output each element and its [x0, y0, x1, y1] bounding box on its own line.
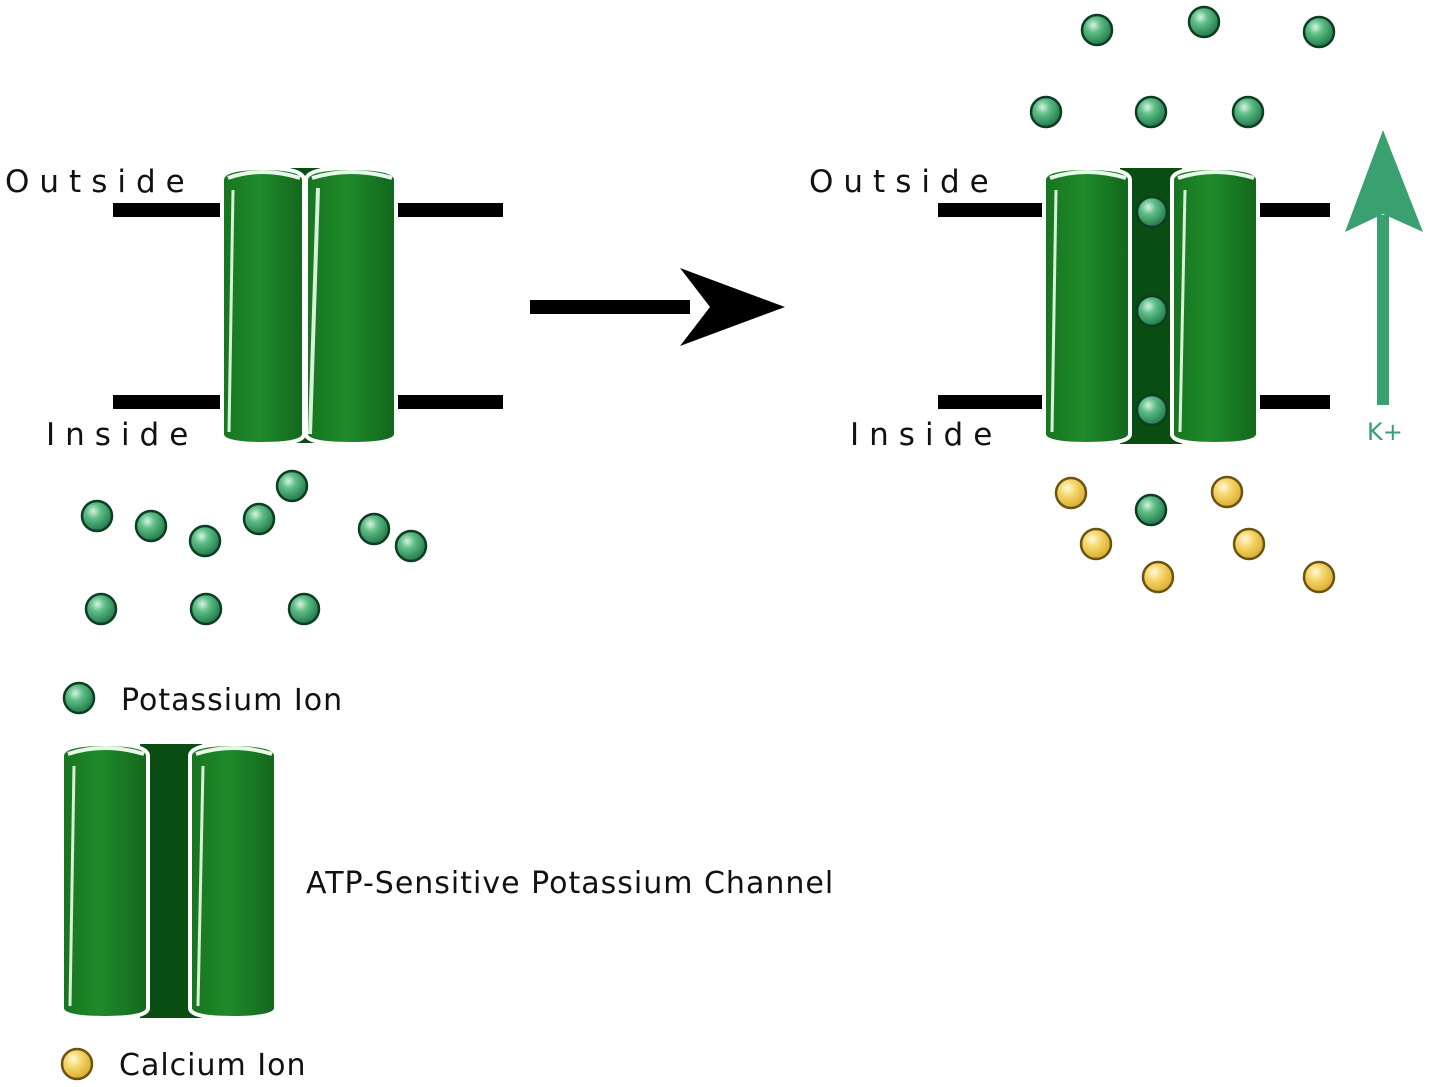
calcium-ion	[1141, 560, 1175, 594]
potassium-ion	[1080, 13, 1114, 47]
legend-channel: ATP-Sensitive Potassium Channel	[60, 741, 834, 1021]
potassium-ion-in-pore	[1135, 294, 1169, 328]
potassium-ion	[134, 509, 168, 543]
potassium-ion	[1134, 493, 1168, 527]
legend-potassium-label: Potassium Ion	[121, 683, 343, 718]
legend: Potassium Ion ATP-Sensitive Potassium Ch…	[60, 681, 834, 1083]
inside-label: Inside	[46, 417, 198, 453]
potassium-ion	[1134, 95, 1168, 129]
potassium-ion	[188, 524, 222, 558]
closed-channel-panel: Outside Inside	[5, 164, 503, 626]
legend-channel-label: ATP-Sensitive Potassium Channel	[306, 866, 834, 901]
calcium-ion	[1079, 527, 1113, 561]
legend-calcium: Calcium Ion	[60, 1047, 306, 1083]
potassium-ions-outside-open	[1029, 5, 1336, 129]
calcium-ion	[1302, 560, 1336, 594]
ions-inside-open	[1054, 475, 1336, 594]
outside-label: Outside	[809, 164, 999, 200]
potassium-ion	[357, 512, 391, 546]
inside-label: Inside	[850, 417, 1002, 453]
potassium-ion	[242, 502, 276, 536]
potassium-ion	[394, 529, 428, 563]
channel-swatch	[60, 741, 278, 1021]
transition-arrow	[530, 268, 785, 346]
potassium-ion	[1231, 95, 1265, 129]
open-channel-panel: Outside Inside	[809, 5, 1423, 594]
calcium-ion-swatch	[60, 1047, 94, 1081]
outside-label: Outside	[5, 164, 195, 200]
calcium-ion	[1054, 476, 1088, 510]
potassium-ion	[84, 592, 118, 626]
potassium-ion-swatch	[62, 681, 96, 715]
potassium-ion	[287, 592, 321, 626]
potassium-ion	[1302, 15, 1336, 49]
potassium-ion-in-pore	[1135, 393, 1169, 427]
potassium-ion	[1029, 95, 1063, 129]
potassium-ion	[1187, 5, 1221, 39]
potassium-efflux-arrow: K+	[1345, 130, 1423, 446]
closed-channel	[220, 165, 398, 447]
legend-calcium-label: Calcium Ion	[119, 1048, 306, 1083]
calcium-ion	[1210, 475, 1244, 509]
potassium-flow-label: K+	[1367, 418, 1403, 446]
potassium-ion	[275, 469, 309, 503]
legend-potassium: Potassium Ion	[62, 681, 343, 718]
potassium-ions-inside-closed	[80, 469, 428, 626]
open-channel	[1042, 165, 1260, 447]
potassium-ion-in-pore	[1135, 195, 1169, 229]
calcium-ion	[1232, 527, 1266, 561]
potassium-ion	[189, 592, 223, 626]
potassium-ion	[80, 499, 114, 533]
